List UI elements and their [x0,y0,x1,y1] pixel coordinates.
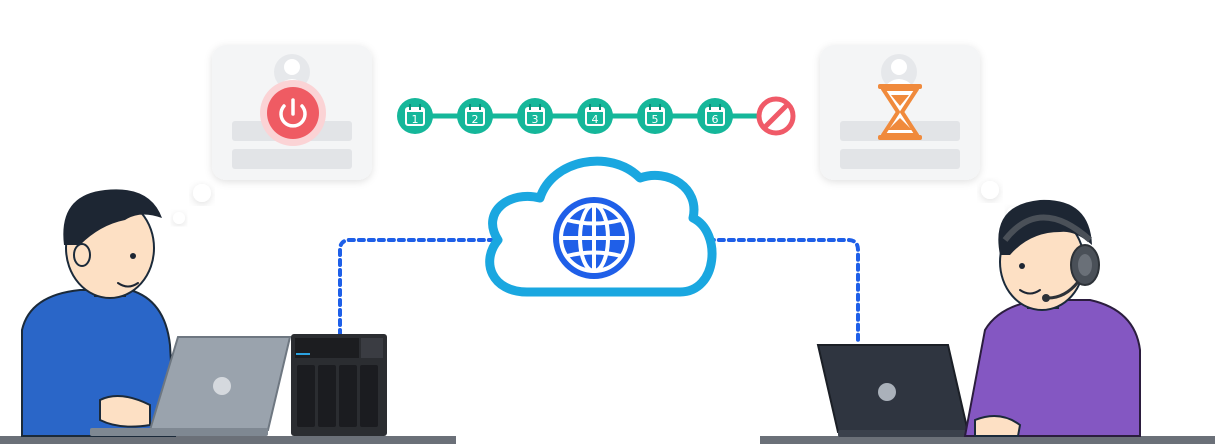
card-placeholder-bar [840,149,960,169]
calendar-day-1-icon: 1 [397,98,433,134]
calendar-day-4-icon: 4 [577,98,613,134]
status-card-right [820,45,980,180]
status-card-left [212,45,372,180]
nas-icon [291,334,387,436]
hourglass-icon [878,84,922,140]
calendar-day-6-icon: 6 [697,98,733,134]
desk-right [760,436,1215,444]
day-number-label: 2 [472,113,479,126]
headset-icon [1002,214,1100,302]
thought-bubble-dot [173,212,185,224]
thought-bubble-dot [981,181,999,199]
day-number-label: 6 [712,113,719,126]
thought-bubble-dot [193,184,211,202]
user-left [21,189,177,437]
laptop-left [90,336,292,436]
globe-icon [553,197,635,279]
calendar-day-2-icon: 2 [457,98,493,134]
desk-left [0,436,456,444]
support-agent-right [963,199,1141,437]
prohibited-icon [756,96,796,136]
day-number-label: 3 [532,113,539,126]
day-number-label: 5 [652,113,659,126]
day-timeline: 1 2 3 4 5 6 [397,96,796,136]
calendar-day-3-icon: 3 [517,98,553,134]
power-icon [260,80,326,146]
calendar-day-5-icon: 5 [637,98,673,134]
day-number-label: 4 [592,113,599,126]
day-number-label: 1 [412,113,419,126]
card-placeholder-bar [232,149,352,169]
